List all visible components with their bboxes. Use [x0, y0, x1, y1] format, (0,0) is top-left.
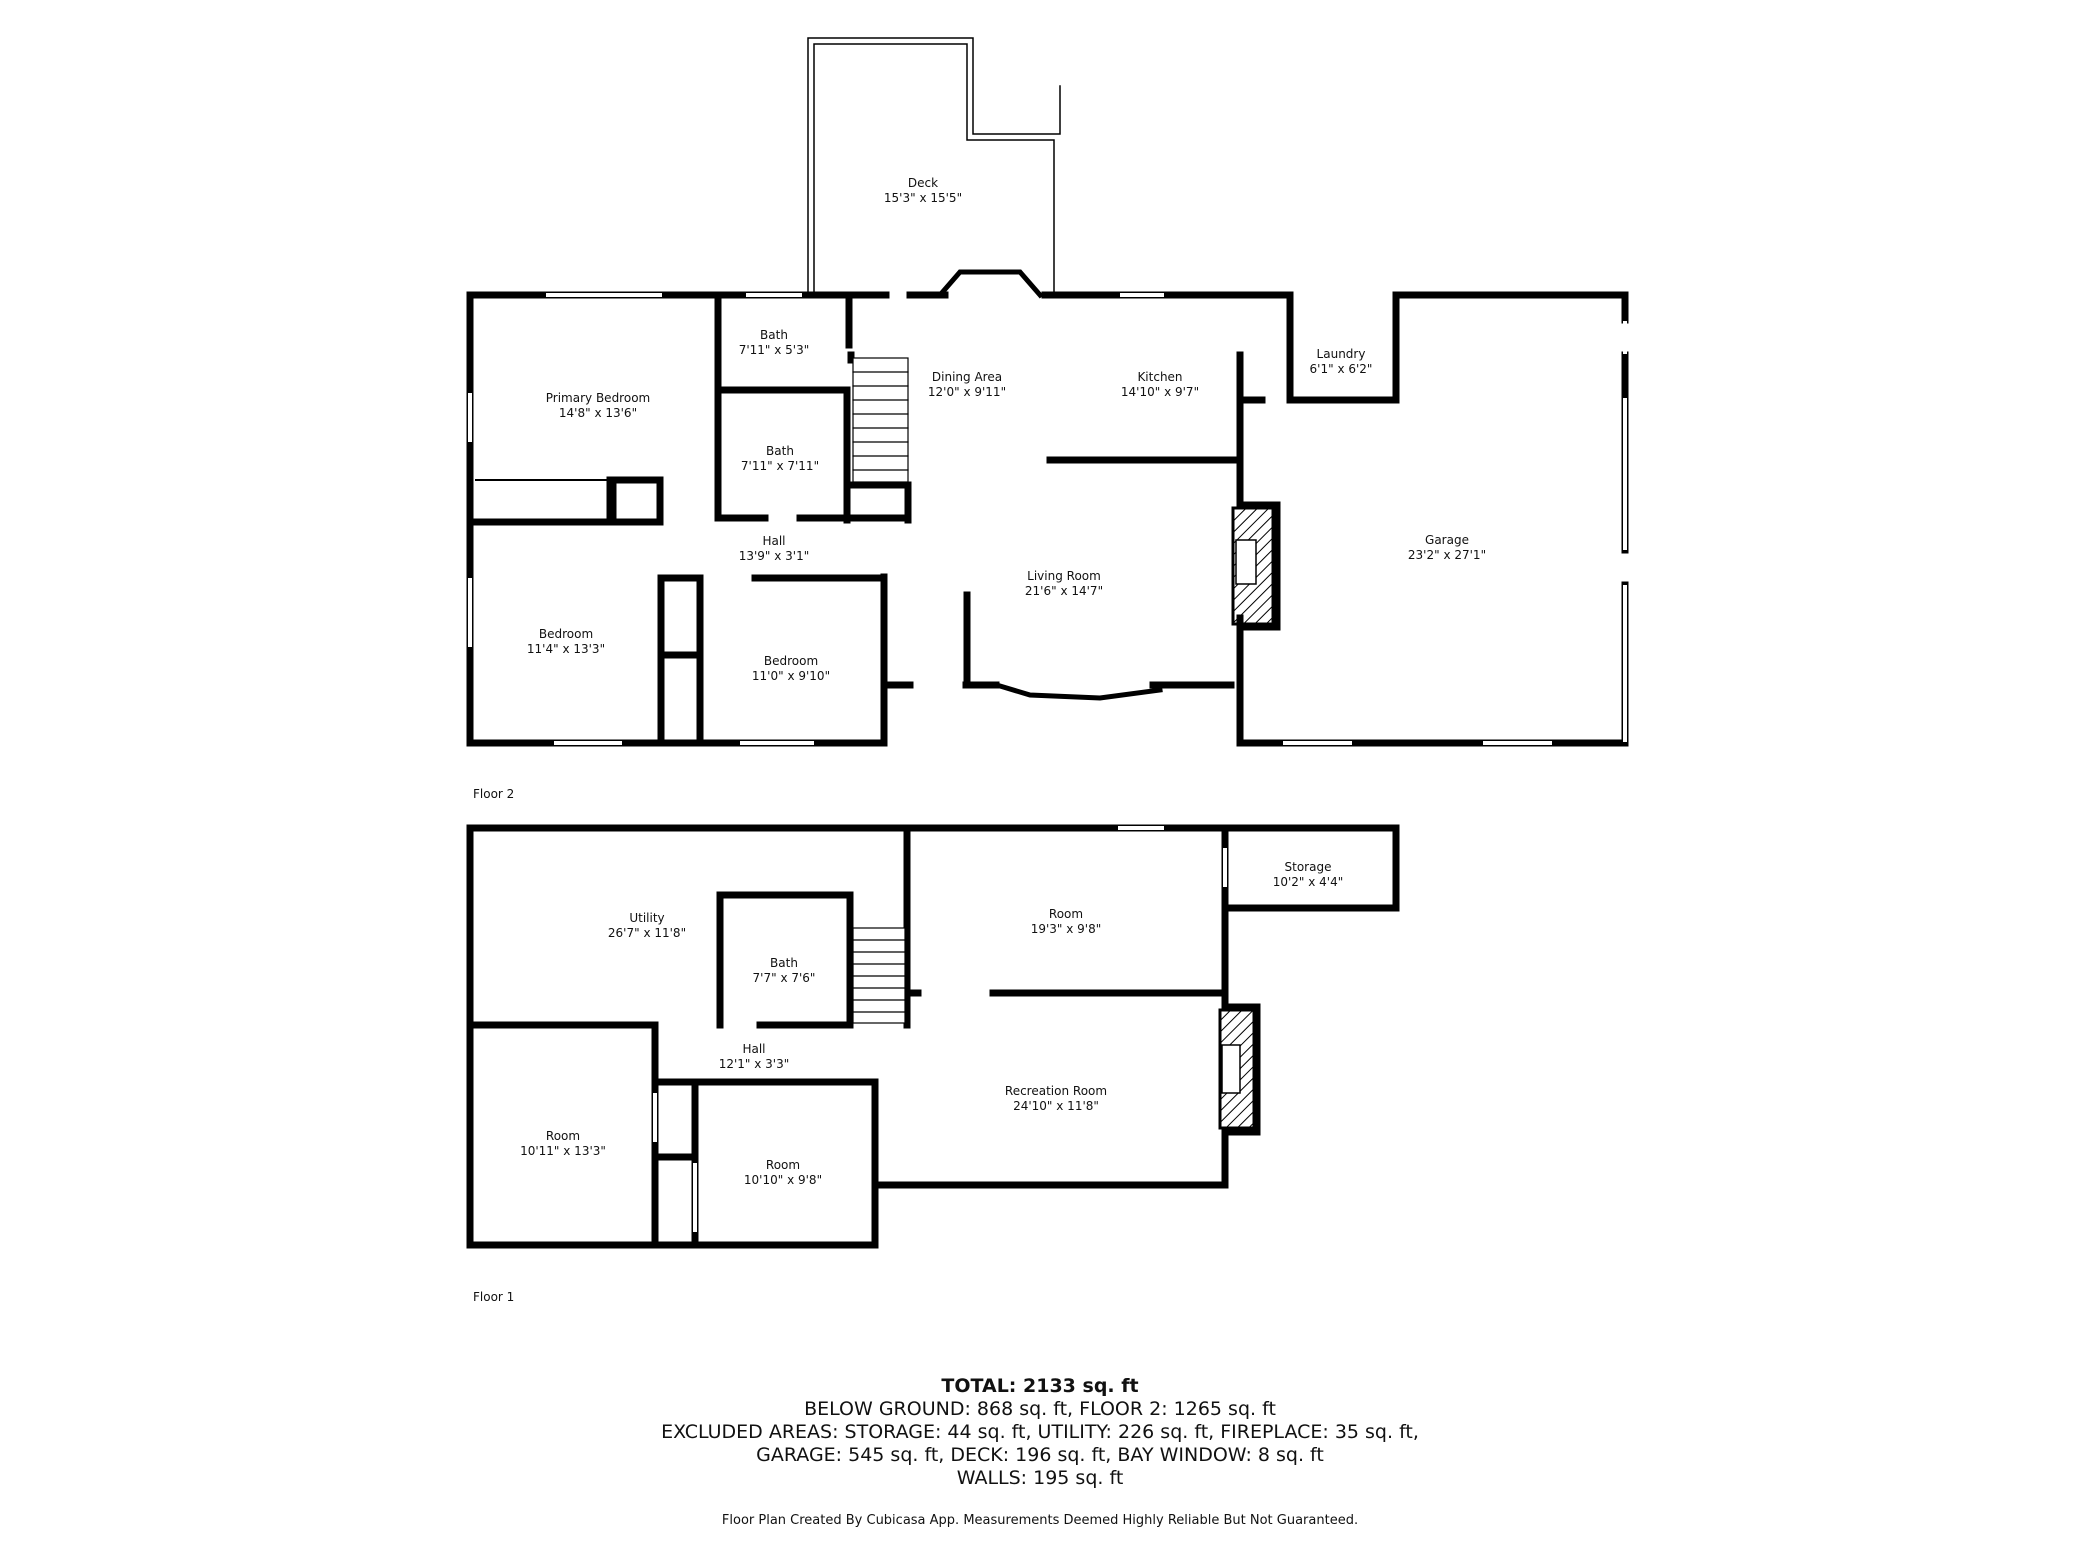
room-dims: 10'11" x 13'3"	[520, 1144, 606, 1158]
summary-line: BELOW GROUND: 868 sq. ft, FLOOR 2: 1265 …	[804, 1398, 1276, 1420]
floor-1-plan	[466, 824, 1400, 1249]
room-name: Dining Area	[932, 370, 1002, 384]
room-name: Laundry	[1317, 347, 1366, 361]
summary-line: GARAGE: 545 sq. ft, DECK: 196 sq. ft, BA…	[756, 1444, 1324, 1466]
room-dims: 12'0" x 9'11"	[928, 385, 1006, 399]
room-name: Bath	[766, 444, 794, 458]
deck-outline	[807, 37, 1061, 295]
room-dims: 7'11" x 5'3"	[739, 343, 810, 357]
room-dims: 7'7" x 7'6"	[753, 971, 816, 985]
windows-floor-2	[468, 293, 1627, 745]
stairs-floor-1	[852, 927, 906, 1024]
room-dims: 13'9" x 3'1"	[739, 549, 810, 563]
bay-window-bottom	[996, 682, 1163, 701]
room-name: Room	[546, 1129, 580, 1143]
room-name: Kitchen	[1137, 370, 1182, 384]
room-dims: 21'6" x 14'7"	[1025, 584, 1103, 598]
total-area: TOTAL: 2133 sq. ft	[941, 1375, 1139, 1397]
room-name: Recreation Room	[1005, 1084, 1107, 1098]
floor-label: Floor 2	[473, 787, 515, 801]
bay-window-top	[936, 269, 1044, 299]
room-dims: 26'7" x 11'8"	[608, 926, 686, 940]
room-dims: 12'1" x 3'3"	[719, 1057, 790, 1071]
room-name: Hall	[762, 534, 785, 548]
credit-text: Floor Plan Created By Cubicasa App. Meas…	[721, 1513, 1359, 1528]
room-name: Garage	[1425, 533, 1469, 547]
stairs-floor-2	[852, 357, 909, 483]
room-name: Primary Bedroom	[546, 391, 650, 405]
room-dims: 24'10" x 11'8"	[1013, 1099, 1099, 1113]
room-dims: 11'4" x 13'3"	[527, 642, 605, 656]
room-dims: 10'2" x 4'4"	[1273, 875, 1344, 889]
floor-2-walls	[466, 291, 1629, 747]
room-name: Room	[766, 1158, 800, 1172]
room-name: Hall	[742, 1042, 765, 1056]
room-dims: 10'10" x 9'8"	[744, 1173, 822, 1187]
room-dims: 6'1" x 6'2"	[1310, 362, 1373, 376]
room-name: Bath	[770, 956, 798, 970]
room-name: Storage	[1285, 860, 1332, 874]
floor-1-walls	[466, 824, 1400, 1249]
room-dims: 15'3" x 15'5"	[884, 191, 962, 205]
floor-2-plan	[466, 37, 1629, 747]
floor-label: Floor 1	[473, 1290, 515, 1304]
summary-line: EXCLUDED AREAS: STORAGE: 44 sq. ft, UTIL…	[661, 1421, 1419, 1443]
room-name: Room	[1049, 907, 1083, 921]
summary-line: WALLS: 195 sq. ft	[956, 1467, 1124, 1489]
floor-2-room-labels: Deck 15'3" x 15'5" Bath 7'11" x 5'3" Din…	[527, 176, 1486, 683]
floor-1-room-labels: Storage 10'2" x 4'4" Utility 26'7" x 11'…	[520, 860, 1343, 1187]
room-dims: 23'2" x 27'1"	[1408, 548, 1486, 562]
room-name: Living Room	[1027, 569, 1101, 583]
room-name: Utility	[629, 911, 664, 925]
windows-floor-1	[653, 826, 1227, 1232]
room-dims: 14'8" x 13'6"	[559, 406, 637, 420]
room-dims: 19'3" x 9'8"	[1031, 922, 1102, 936]
room-dims: 7'11" x 7'11"	[741, 459, 819, 473]
area-summary: TOTAL: 2133 sq. ft BELOW GROUND: 868 sq.…	[0, 1375, 2080, 1490]
room-dims: 11'0" x 9'10"	[752, 669, 830, 683]
room-dims: 14'10" x 9'7"	[1121, 385, 1199, 399]
room-name: Bath	[760, 328, 788, 342]
room-name: Bedroom	[539, 627, 593, 641]
room-name: Deck	[908, 176, 938, 190]
room-name: Bedroom	[764, 654, 818, 668]
